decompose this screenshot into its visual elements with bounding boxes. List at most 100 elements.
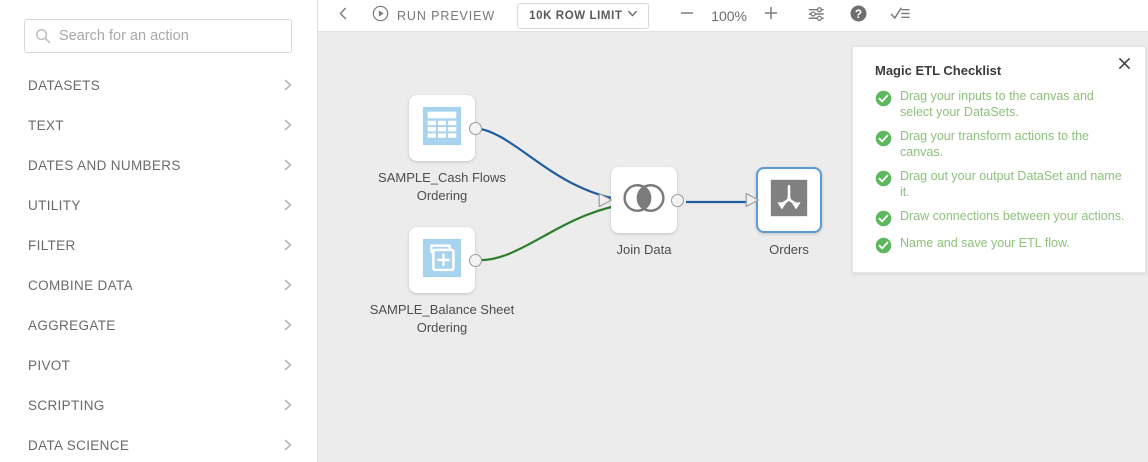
node-box[interactable]	[598, 167, 684, 233]
run-preview-label: RUN PREVIEW	[397, 8, 496, 23]
close-icon	[1117, 56, 1132, 76]
sidebar-item-label: TEXT	[28, 117, 64, 133]
checklist-title: Magic ETL Checklist	[875, 63, 1002, 78]
svg-text:?: ?	[854, 6, 861, 20]
checklist-item-text: Drag your transform actions to the canva…	[900, 129, 1089, 159]
node-box[interactable]	[409, 227, 482, 293]
checklist-item-text: Drag out your output DataSet and name it…	[900, 169, 1122, 199]
checklist-icon	[890, 4, 911, 28]
checklist-toggle-button[interactable]	[889, 5, 911, 27]
sliders-icon	[807, 4, 826, 28]
checklist-item: Name and save your ETL flow.	[875, 236, 1125, 254]
checklist-item: Drag out your output DataSet and name it…	[875, 169, 1125, 200]
checklist-item-text: Draw connections between your actions.	[900, 209, 1125, 223]
sidebar-item-label: SCRIPTING	[28, 397, 105, 413]
chevron-right-icon	[281, 238, 295, 252]
output-port[interactable]	[469, 253, 482, 267]
sidebar-item-pivot[interactable]: PIVOT	[0, 345, 317, 385]
sidebar-item-dates-and-numbers[interactable]: DATES AND NUMBERS	[0, 145, 317, 185]
check-circle-icon	[875, 237, 892, 254]
sidebar-item-label: DATES AND NUMBERS	[28, 157, 181, 173]
table-dataset-icon	[421, 105, 463, 152]
sidebar-item-label: DATA SCIENCE	[28, 437, 130, 453]
chevron-right-icon	[281, 158, 295, 172]
chevron-left-icon	[336, 6, 351, 26]
search-input[interactable]	[59, 28, 281, 44]
sidebar-item-combine-data[interactable]: COMBINE DATA	[0, 265, 317, 305]
zoom-controls: 100%	[677, 6, 781, 26]
sidebar-item-label: DATASETS	[28, 77, 101, 93]
chevron-right-icon	[281, 198, 295, 212]
row-limit-value: 10K ROW LIMIT	[529, 9, 623, 22]
sidebar-item-label: PIVOT	[28, 357, 71, 373]
back-button[interactable]	[330, 3, 356, 29]
input-arrow-icon	[745, 192, 760, 208]
check-circle-icon	[875, 90, 892, 107]
chevron-right-icon	[281, 398, 295, 412]
chevron-down-icon	[626, 7, 639, 25]
action-sidebar: DATASETS TEXT DATES AND NUMBERS UTILITY	[0, 0, 318, 462]
copy-add-dataset-icon	[421, 237, 463, 284]
input-arrow-icon	[598, 192, 613, 208]
chevron-right-icon	[281, 358, 295, 372]
sidebar-item-text[interactable]: TEXT	[0, 105, 317, 145]
node-box[interactable]	[745, 167, 822, 233]
main-area: RUN PREVIEW 10K ROW LIMIT 100%	[318, 0, 1148, 462]
checklist-item: Drag your transform actions to the canva…	[875, 129, 1125, 160]
node-sample-balance-sheet-ordering[interactable]: SAMPLE_Balance Sheet Ordering	[370, 227, 522, 337]
plus-icon	[763, 5, 779, 26]
sidebar-item-label: COMBINE DATA	[28, 277, 133, 293]
chevron-right-icon	[281, 78, 295, 92]
zoom-level-value: 100%	[711, 7, 748, 24]
help-button[interactable]: ?	[847, 5, 869, 27]
sidebar-item-aggregate[interactable]: AGGREGATE	[0, 305, 317, 345]
node-sample-cash-flows-ordering[interactable]: SAMPLE_Cash Flows Ordering	[378, 95, 522, 205]
zoom-in-button[interactable]	[761, 6, 781, 26]
venn-join-icon	[621, 181, 667, 220]
settings-button[interactable]	[805, 5, 827, 27]
checklist-item: Draw connections between your actions.	[875, 209, 1125, 227]
zoom-out-button[interactable]	[677, 6, 697, 26]
sidebar-item-label: AGGREGATE	[28, 317, 116, 333]
etl-toolbar: RUN PREVIEW 10K ROW LIMIT 100%	[318, 0, 1148, 32]
sidebar-item-data-science[interactable]: DATA SCIENCE	[0, 425, 317, 462]
search-icon	[35, 28, 51, 44]
row-limit-select[interactable]: 10K ROW LIMIT	[517, 2, 650, 29]
node-orders[interactable]: Orders	[745, 167, 869, 259]
check-circle-icon	[875, 170, 892, 187]
check-circle-icon	[875, 210, 892, 227]
sidebar-item-utility[interactable]: UTILITY	[0, 185, 317, 225]
check-circle-icon	[875, 130, 892, 147]
question-circle-icon: ?	[849, 4, 868, 28]
output-port[interactable]	[469, 121, 482, 135]
sidebar-item-scripting[interactable]: SCRIPTING	[0, 385, 317, 425]
action-category-list: DATASETS TEXT DATES AND NUMBERS UTILITY	[0, 65, 317, 462]
minus-icon	[679, 5, 695, 26]
sidebar-item-label: FILTER	[28, 237, 76, 253]
node-label: SAMPLE_Balance Sheet Ordering	[369, 302, 515, 335]
play-circle-icon	[372, 5, 389, 27]
chevron-right-icon	[281, 118, 295, 132]
run-preview-button[interactable]: RUN PREVIEW	[372, 5, 495, 27]
output-dataset-icon	[769, 178, 809, 223]
chevron-right-icon	[281, 438, 295, 452]
node-label: SAMPLE_Cash Flows Ordering	[378, 170, 506, 203]
sidebar-item-filter[interactable]: FILTER	[0, 225, 317, 265]
chevron-right-icon	[281, 318, 295, 332]
search-box[interactable]	[24, 19, 292, 53]
etl-canvas[interactable]: SAMPLE_Cash Flows Ordering	[318, 32, 1148, 462]
node-join-data[interactable]: Join Data	[598, 167, 724, 259]
checklist-item: Drag your inputs to the canvas and selec…	[875, 89, 1125, 120]
output-port[interactable]	[671, 193, 684, 207]
node-label: Orders	[769, 242, 809, 257]
chevron-right-icon	[281, 278, 295, 292]
sidebar-item-datasets[interactable]: DATASETS	[0, 65, 317, 105]
sidebar-item-label: UTILITY	[28, 197, 81, 213]
checklist-item-text: Name and save your ETL flow.	[900, 236, 1070, 250]
close-button[interactable]	[1114, 56, 1134, 76]
magic-etl-checklist-panel: Magic ETL Checklist Drag your inputs to …	[852, 46, 1146, 273]
node-label: Join Data	[616, 242, 672, 257]
node-box[interactable]	[409, 95, 482, 161]
toolbar-icon-group: ?	[805, 5, 911, 27]
